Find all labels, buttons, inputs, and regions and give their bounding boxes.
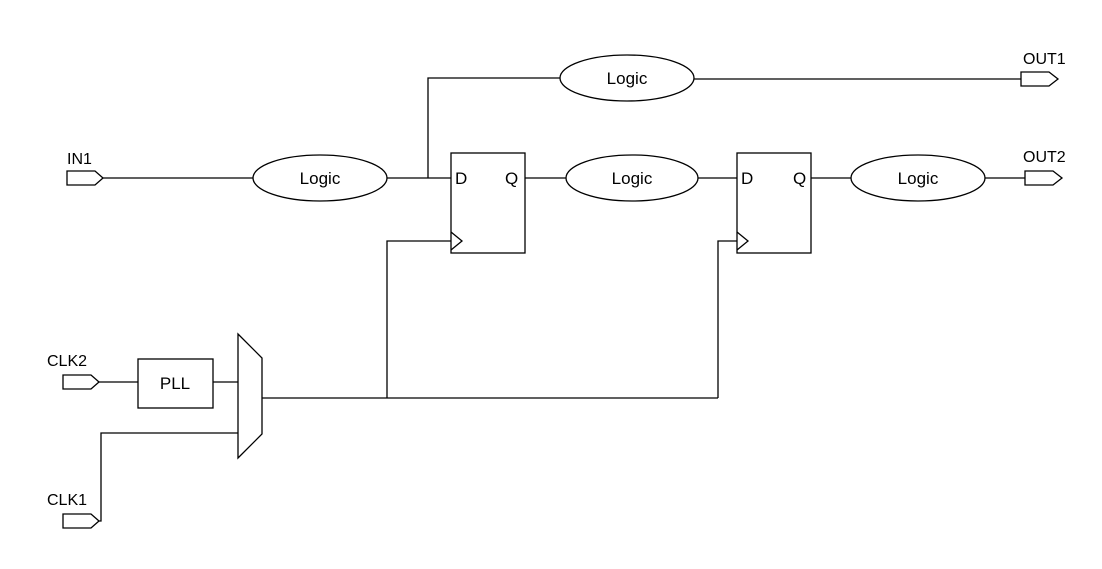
logic-top xyxy=(559,54,695,102)
logic-output-label: Logic xyxy=(898,169,939,188)
out2-pin xyxy=(1024,170,1064,186)
in1-label: IN1 xyxy=(67,151,92,168)
pll-label: PLL xyxy=(160,374,190,393)
clk2-label: CLK2 xyxy=(47,353,87,370)
clk2-pin xyxy=(62,374,100,390)
wire-branch-top-logic xyxy=(427,77,560,178)
out1-pin xyxy=(1020,71,1060,87)
wire-clock-ff1 xyxy=(386,240,451,398)
wire-clk1-mux xyxy=(99,432,238,522)
flip-flop-2: D Q xyxy=(736,152,812,254)
logic-top-label: Logic xyxy=(607,69,648,88)
wire-clock-ff2 xyxy=(717,240,737,398)
ff1-clock-marker xyxy=(450,231,464,251)
ff2-body xyxy=(736,152,812,254)
flip-flop-1: D Q xyxy=(450,152,526,254)
ff1-d-label: D xyxy=(455,169,467,188)
ff1-q-label: Q xyxy=(505,169,518,188)
wires xyxy=(99,77,1025,522)
pll-box xyxy=(137,358,214,409)
ff1-body xyxy=(450,152,526,254)
logic-blocks: Logic Logic Logic Logic xyxy=(252,54,986,202)
logic-middle xyxy=(565,154,699,202)
logic-middle-label: Logic xyxy=(612,169,653,188)
ff2-q-label: Q xyxy=(793,169,806,188)
ff2-clock-marker xyxy=(736,231,750,251)
logic-input xyxy=(252,154,388,202)
clk1-pin xyxy=(62,513,100,529)
logic-input-label: Logic xyxy=(300,169,341,188)
logic-output xyxy=(850,154,986,202)
in1-pin xyxy=(66,170,104,186)
clk1-label: CLK1 xyxy=(47,492,87,509)
clock-mux xyxy=(237,332,263,460)
out2-label: OUT2 xyxy=(1023,149,1066,166)
pins: IN1 CLK2 CLK1 OUT1 OUT2 xyxy=(47,51,1066,529)
out1-label: OUT1 xyxy=(1023,51,1066,68)
pll-block: PLL xyxy=(137,358,214,409)
ff2-d-label: D xyxy=(741,169,753,188)
